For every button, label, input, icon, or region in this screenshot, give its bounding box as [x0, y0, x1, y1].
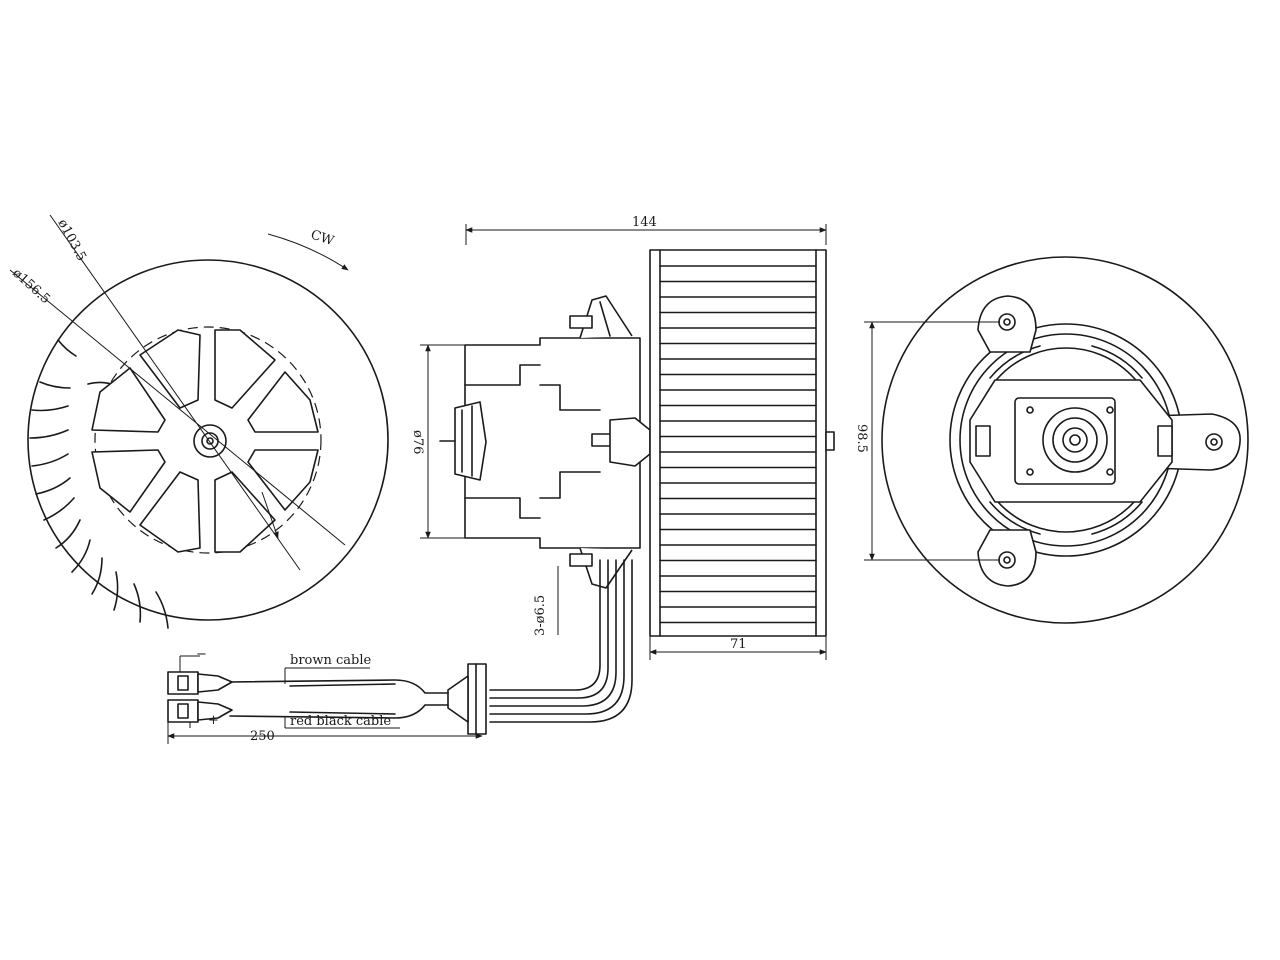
side-view: 144 ø76 3-ø6.5 — [167, 215, 835, 744]
plus-label: + — [208, 713, 219, 728]
dim-wheel-length: 71 — [730, 637, 747, 652]
wheel-outer-circle — [27, 259, 389, 621]
red-black-cable-label: red black cable — [290, 714, 391, 729]
cable-grommet — [467, 663, 487, 735]
wheel-slats — [659, 265, 817, 624]
wheel-hub — [193, 424, 227, 458]
dim-outer-leader — [9, 269, 346, 546]
wheel-inner-dashed-circle — [94, 326, 322, 554]
dim-outer-diameter: ø156.5 — [9, 266, 53, 307]
front-view-wheel: ø103.5 ø156.5 CW — [9, 214, 389, 629]
dim-mount-holes: 3-ø6.5 — [533, 595, 548, 636]
rear-view: 98.5 — [854, 256, 1249, 624]
cable-bundle — [489, 559, 633, 723]
dim-inner-diameter: ø103.5 — [54, 217, 88, 264]
dim-total-length: 144 — [632, 215, 657, 230]
front-hub — [609, 417, 651, 467]
mount-ear-top — [977, 295, 1037, 353]
brown-cable-label: brown cable — [290, 653, 372, 668]
minus-label: − — [196, 647, 207, 662]
connector-minus: − — [167, 647, 233, 695]
connector-plus: + — [167, 699, 233, 728]
dim-motor-diameter: ø76 — [410, 430, 425, 454]
dim-inner-leader — [49, 214, 301, 571]
motor-housing — [464, 337, 641, 549]
dim-cable-length: 250 — [250, 729, 275, 744]
rotation-label: CW — [309, 228, 336, 250]
mount-ear-bottom — [977, 529, 1037, 587]
wheel-windows — [91, 329, 319, 553]
rear-outer-circle — [881, 256, 1249, 624]
rear-bearing — [454, 401, 487, 481]
rotation-arrow — [267, 233, 349, 271]
dim-mount-spacing: 98.5 — [854, 424, 869, 453]
center-bearing — [1042, 407, 1108, 473]
wheel-cage — [649, 249, 827, 637]
